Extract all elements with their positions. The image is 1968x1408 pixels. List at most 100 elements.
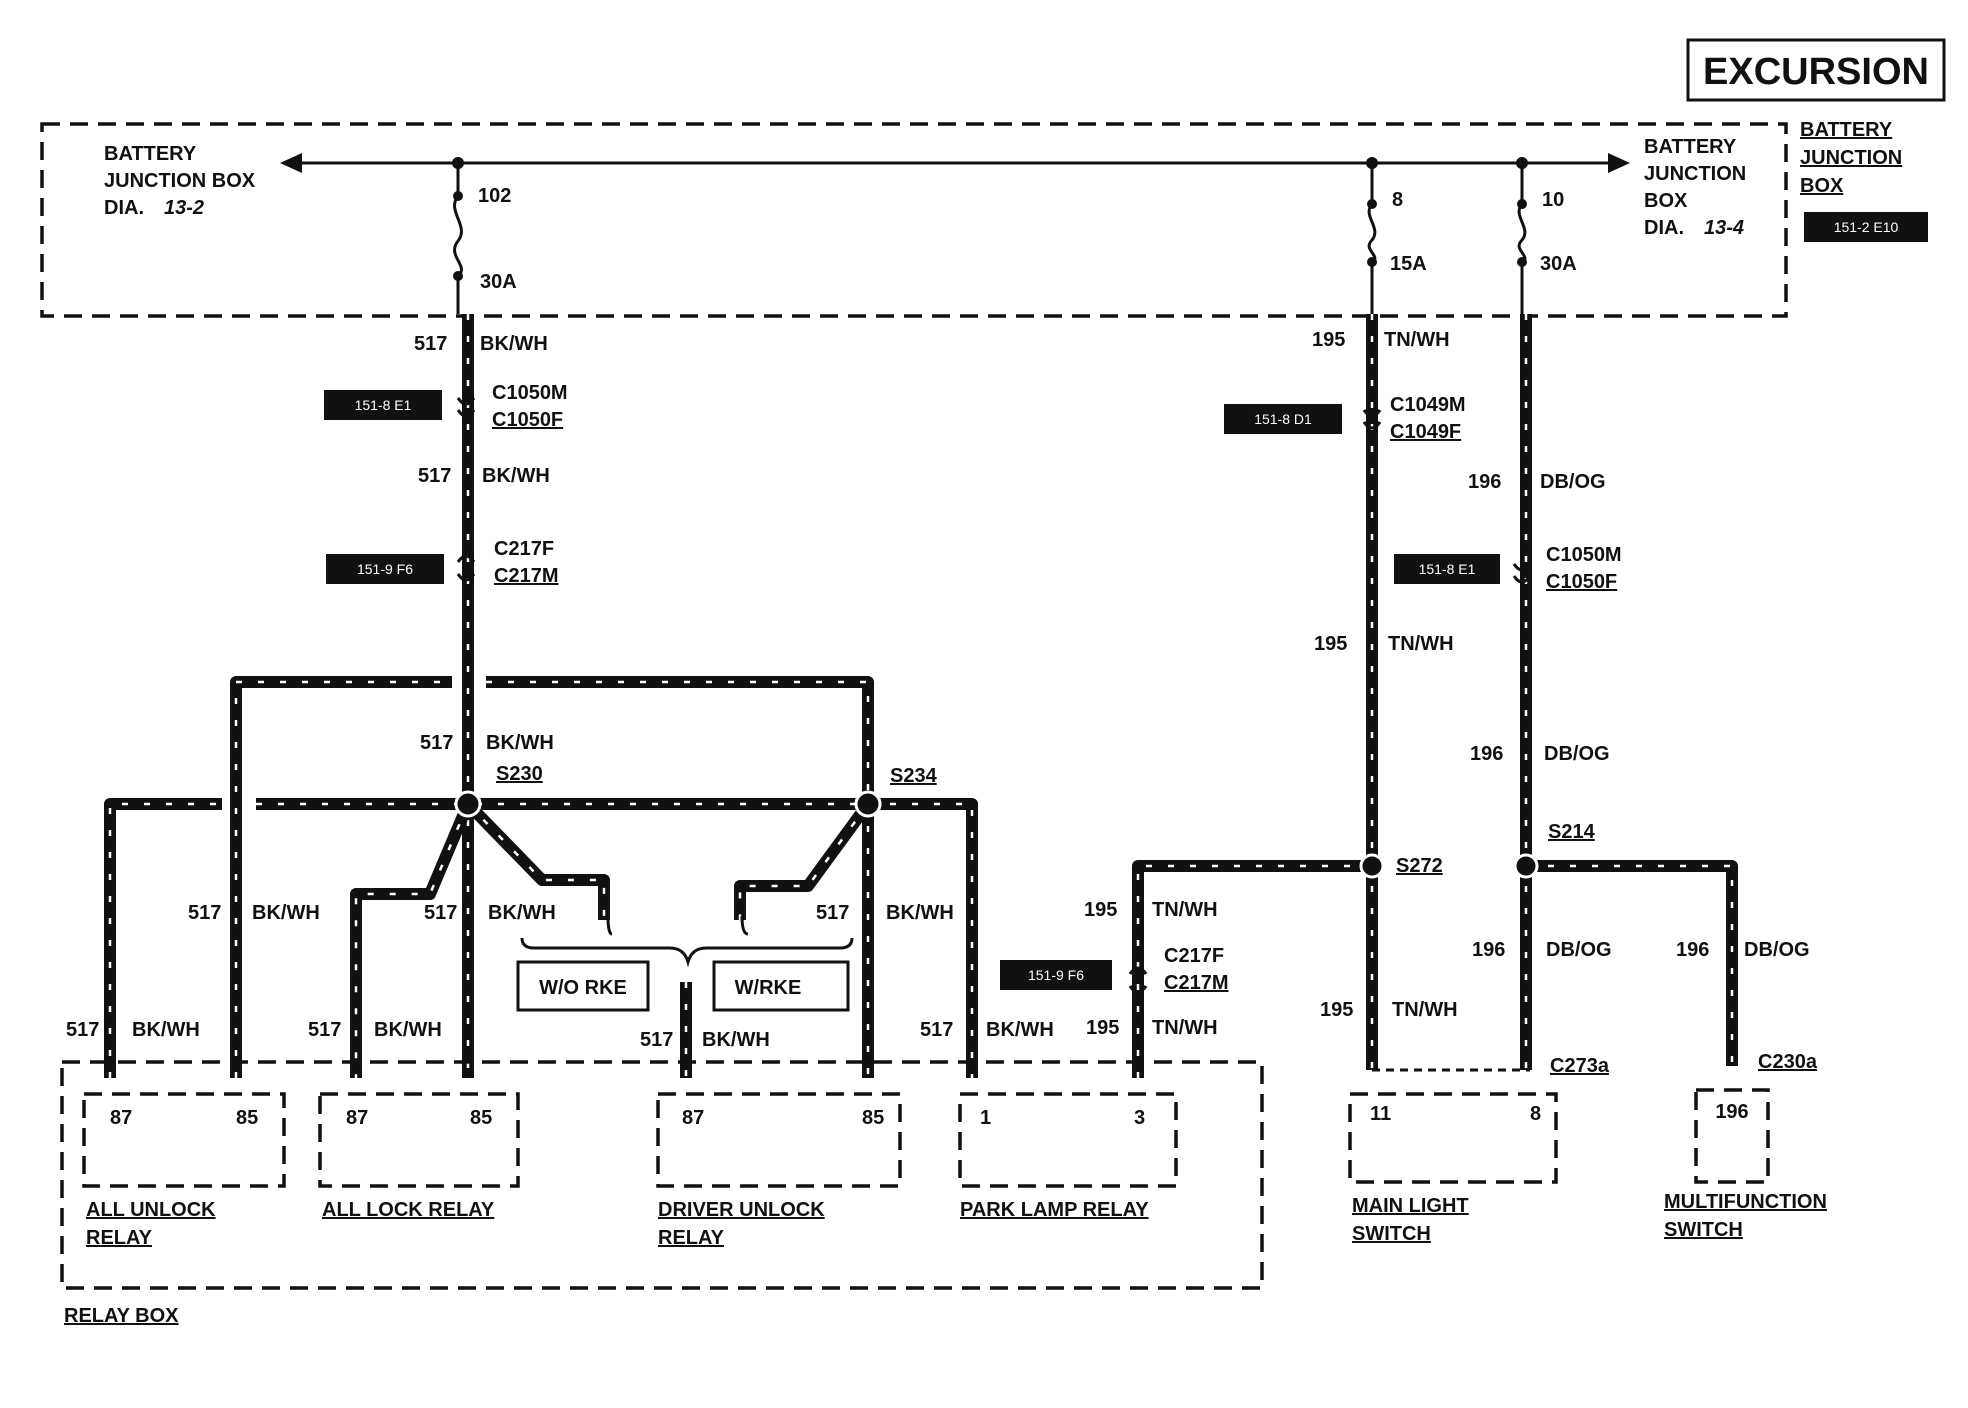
relay-box-outline	[60, 1060, 1264, 1290]
bus-arrow-left	[280, 153, 302, 173]
left-ref-dia: 13-2	[164, 197, 204, 219]
all-lock-pin-87: 87	[346, 1107, 368, 1129]
connector-c1050m-right: C1050M	[1546, 544, 1622, 566]
main-light-pin-8: 8	[1530, 1103, 1541, 1125]
tag-151-9-f6-upper-text: 151-9 F6	[357, 561, 413, 577]
tag-151-9-f6-lower	[1000, 960, 1112, 990]
label-517-i: 517	[640, 1029, 673, 1051]
label-bkwh-c: BK/WH	[486, 732, 554, 754]
wire-195-park-lamp	[1132, 860, 1372, 1078]
driver-unlock-relay-name-1: DRIVER UNLOCK	[658, 1199, 825, 1221]
fuse-10-rating: 30A	[1540, 253, 1577, 275]
label-517-h: 517	[308, 1019, 341, 1041]
option-box-wo-rke	[516, 960, 650, 1012]
tag-151-8-e1-left-text: 151-8 E1	[355, 397, 412, 413]
splice-dot-s214	[1513, 853, 1539, 879]
label-517-g: 517	[66, 1019, 99, 1041]
outer-label-line1: BATTERY	[1800, 119, 1893, 141]
label-196-a: 196	[1468, 471, 1501, 493]
connector-c217m-lower: C217M	[1164, 972, 1228, 994]
park-lamp-relay-box	[958, 1092, 1178, 1188]
wire-517-upper-right	[486, 676, 874, 804]
outer-tag-box	[1804, 212, 1928, 242]
label-tnwh-a: TN/WH	[1384, 329, 1450, 351]
outer-tag: 151-2 E10	[1834, 219, 1899, 235]
label-dbog-d: DB/OG	[1744, 939, 1810, 961]
tag-151-8-e1-right-text: 151-8 E1	[1419, 561, 1476, 577]
label-196-c: 196	[1472, 939, 1505, 961]
label-517-f: 517	[816, 902, 849, 924]
all-lock-pin-85: 85	[470, 1107, 492, 1129]
label-bkwh-b: BK/WH	[482, 465, 550, 487]
main-light-pin-11: 11	[1370, 1103, 1391, 1125]
wire-517-upper-left	[230, 676, 452, 1078]
left-ref-line3: DIA.	[104, 197, 144, 219]
splice-dot-s272	[1359, 853, 1385, 879]
driver-unlock-relay-name-2: RELAY	[658, 1227, 725, 1249]
connector-c1050f-left: C1050F	[492, 409, 563, 431]
connector-c1049m: C1049M	[1390, 394, 1466, 416]
tag-151-9-f6-lower-text: 151-9 F6	[1028, 967, 1084, 983]
connector-c217-upper	[456, 554, 476, 582]
left-ref-line1: BATTERY	[104, 143, 197, 165]
connector-c1049	[1362, 409, 1382, 430]
main-light-switch-name-2: SWITCH	[1352, 1223, 1431, 1245]
driver-unlock-pin-85: 85	[862, 1107, 884, 1129]
title-box	[1686, 38, 1946, 102]
fuse-102-rating: 30A	[480, 271, 517, 293]
fuse-8-rating: 15A	[1390, 253, 1427, 275]
left-ref-line2: JUNCTION BOX	[104, 170, 256, 192]
label-bkwh-a: BK/WH	[480, 333, 548, 355]
fuse-8	[1366, 157, 1378, 314]
tag-151-8-d1-text: 151-8 D1	[1254, 411, 1312, 427]
label-bkwh-e: BK/WH	[488, 902, 556, 924]
connector-c217m-upper: C217M	[494, 565, 558, 587]
wire-517-to-w-rke	[734, 800, 873, 920]
label-196-d: 196	[1676, 939, 1709, 961]
splice-s230: S230	[496, 763, 543, 785]
wire-517-all-lock-87	[350, 801, 474, 1078]
option-w-rke: W/RKE	[735, 977, 802, 999]
splice-dot-s234	[854, 790, 882, 818]
label-195-b: 195	[1314, 633, 1347, 655]
label-tnwh-c: TN/WH	[1152, 899, 1218, 921]
all-lock-relay-name: ALL LOCK RELAY	[322, 1199, 495, 1221]
tag-151-8-e1-left	[324, 390, 442, 420]
option-box-w-rke	[712, 960, 850, 1012]
label-tnwh-d: TN/WH	[1152, 1017, 1218, 1039]
splice-dot-s230	[454, 790, 482, 818]
wire-196-multifunction	[1526, 860, 1738, 1066]
multifunction-switch-box	[1694, 1088, 1770, 1184]
label-195-d: 195	[1086, 1017, 1119, 1039]
driver-unlock-pin-87: 87	[682, 1107, 704, 1129]
right-ref-line1: BATTERY	[1644, 136, 1737, 158]
label-bkwh-d: BK/WH	[252, 902, 320, 924]
option-hook-right	[740, 915, 749, 936]
outer-label-line2: JUNCTION	[1800, 147, 1902, 169]
all-lock-relay-box	[318, 1092, 520, 1188]
label-tnwh-b: TN/WH	[1388, 633, 1454, 655]
splice-s234: S234	[890, 765, 938, 787]
all-unlock-relay-box	[82, 1092, 286, 1188]
wire-517-s234-right	[868, 798, 978, 1078]
option-wo-rke: W/O RKE	[539, 977, 627, 999]
right-ref-line2: JUNCTION	[1644, 163, 1746, 185]
bus-arrow-right	[1608, 153, 1630, 173]
option-hook-left	[606, 915, 613, 936]
label-bkwh-j: BK/WH	[986, 1019, 1054, 1041]
label-dbog-b: DB/OG	[1544, 743, 1610, 765]
multifunction-switch-name-1: MULTIFUNCTION	[1664, 1191, 1827, 1213]
option-brace	[520, 937, 854, 968]
multifunction-pin-196: 196	[1715, 1101, 1748, 1123]
tag-151-8-e1-right	[1394, 554, 1500, 584]
tag-151-9-f6-upper	[326, 554, 444, 584]
main-light-switch-name-1: MAIN LIGHT	[1352, 1195, 1469, 1217]
label-517-j: 517	[920, 1019, 953, 1041]
label-196-b: 196	[1470, 743, 1503, 765]
connector-c217-lower	[1128, 966, 1148, 994]
right-ref-dia: 13-4	[1704, 217, 1744, 239]
all-unlock-pin-85: 85	[236, 1107, 258, 1129]
label-bkwh-g: BK/WH	[132, 1019, 200, 1041]
connector-c217f-upper: C217F	[494, 538, 554, 560]
outer-label-line3: BOX	[1800, 175, 1844, 197]
